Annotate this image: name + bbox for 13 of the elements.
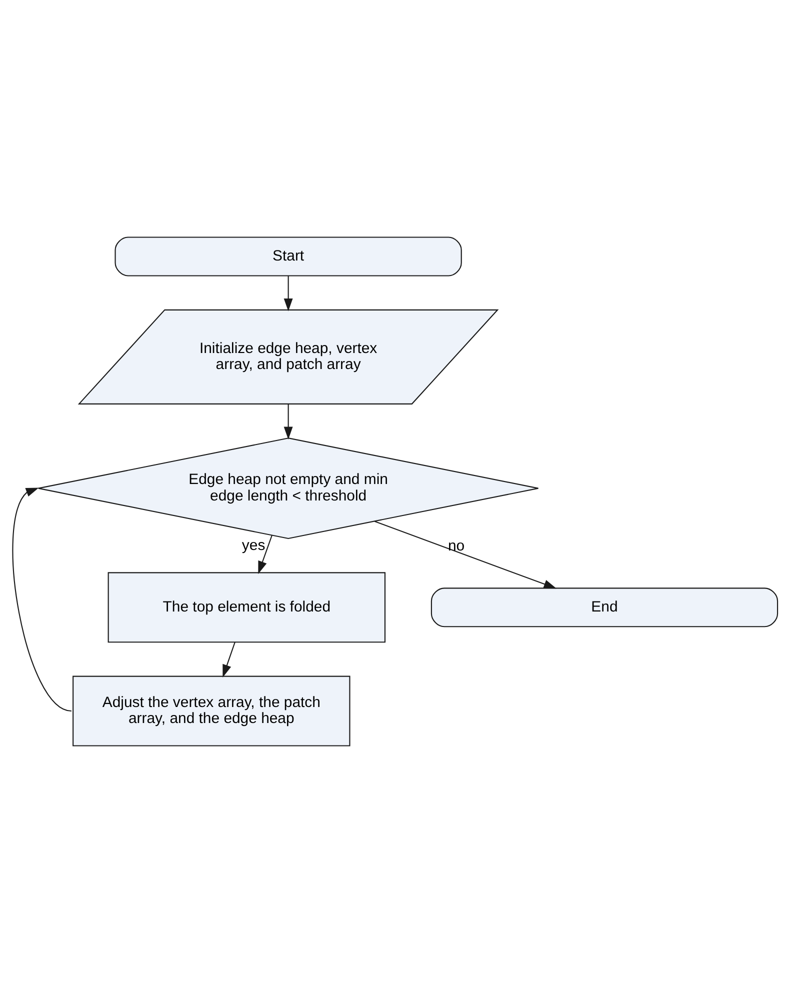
edge-label: no	[448, 538, 465, 555]
arrow	[284, 276, 293, 312]
node-box: The top element is folded	[108, 572, 386, 643]
arrow	[222, 642, 236, 678]
edge-label: yes	[242, 536, 266, 554]
arrow	[284, 404, 293, 440]
node-box: Adjust the vertex array, the patch array, and the edge heap	[72, 676, 350, 746]
arrow	[258, 535, 272, 574]
arrow	[374, 520, 557, 589]
node-box: End	[430, 588, 778, 628]
node-box: Start	[114, 236, 462, 276]
node-diamond: Edge heap not empty and min edge length < threshold	[38, 438, 539, 540]
arrow	[12, 488, 72, 712]
